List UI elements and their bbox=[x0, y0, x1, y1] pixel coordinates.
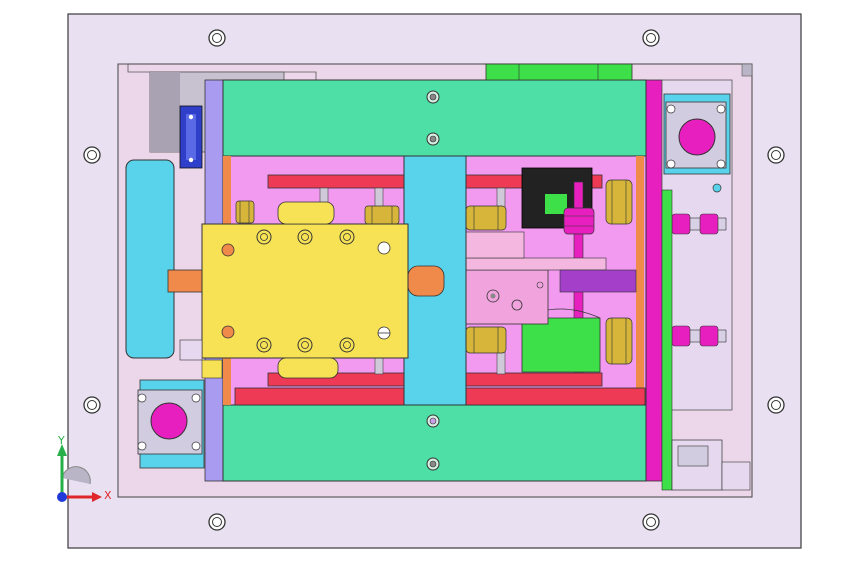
bolt-icon[interactable] bbox=[339, 229, 355, 245]
pulley-icon[interactable] bbox=[465, 326, 507, 354]
bolt-icon bbox=[188, 114, 194, 120]
axis-label-y: Y bbox=[57, 434, 65, 447]
small-bracket-left[interactable] bbox=[179, 339, 203, 361]
screw-hole-icon bbox=[712, 183, 722, 193]
pulley-icon[interactable] bbox=[364, 205, 400, 225]
red-rail-bottom-right[interactable] bbox=[465, 372, 603, 387]
screw-hole-icon[interactable] bbox=[83, 146, 101, 164]
red-rail-top-left[interactable] bbox=[267, 174, 405, 189]
violet-link[interactable] bbox=[559, 269, 637, 293]
dark-block-inset bbox=[545, 194, 567, 214]
bolt-icon bbox=[490, 293, 496, 299]
screw-hole-icon bbox=[137, 441, 147, 451]
screw-hole-icon bbox=[716, 104, 726, 114]
pulley-icon[interactable] bbox=[699, 213, 719, 235]
slide-block-pink[interactable] bbox=[465, 269, 549, 325]
left-cyan-pocket[interactable] bbox=[125, 159, 175, 359]
screw-hole-icon[interactable] bbox=[642, 513, 660, 531]
screw-hole-icon bbox=[137, 393, 147, 403]
bolt-icon[interactable] bbox=[297, 229, 313, 245]
bolt-icon[interactable] bbox=[377, 241, 391, 255]
screw-hole-icon bbox=[666, 104, 676, 114]
screw-hole-icon[interactable] bbox=[83, 396, 101, 414]
bracket-bottom-right-tab bbox=[721, 461, 751, 491]
screw-hole-icon bbox=[666, 159, 676, 169]
screw-hole-icon[interactable] bbox=[426, 90, 440, 104]
screw-hole-icon[interactable] bbox=[208, 29, 226, 47]
pulley-icon[interactable] bbox=[465, 205, 507, 231]
small-pink-block bbox=[465, 231, 525, 259]
screw-hole-icon[interactable] bbox=[642, 29, 660, 47]
screw-hole-icon bbox=[716, 159, 726, 169]
screw-hole-icon[interactable] bbox=[767, 396, 785, 414]
screw-hole-icon[interactable] bbox=[426, 457, 440, 471]
pulley-icon[interactable] bbox=[699, 325, 719, 347]
magenta-bar-right[interactable] bbox=[645, 79, 663, 482]
axis-label-x: X bbox=[104, 489, 112, 502]
slide-bolt-holes bbox=[221, 229, 391, 353]
inner-frame-step bbox=[118, 63, 317, 80]
pulley-icon[interactable] bbox=[671, 213, 691, 235]
screw-hole-icon bbox=[191, 393, 201, 403]
orange-bar-right[interactable] bbox=[407, 265, 445, 297]
bolt-icon[interactable] bbox=[377, 326, 391, 340]
screw-hole-icon[interactable] bbox=[426, 414, 440, 428]
plate-mounting-holes bbox=[83, 29, 785, 531]
bolt-icon[interactable] bbox=[256, 229, 272, 245]
slide-rail bbox=[465, 257, 607, 271]
cylinder-right[interactable] bbox=[678, 118, 716, 156]
yellow-bottom-lug[interactable] bbox=[277, 357, 339, 379]
bolt-icon[interactable] bbox=[221, 243, 235, 257]
bolt-icon[interactable] bbox=[511, 299, 523, 311]
bolt-icon[interactable] bbox=[221, 325, 235, 339]
bolt-icon[interactable] bbox=[339, 337, 355, 353]
pulley-icon[interactable] bbox=[671, 325, 691, 347]
coordinate-axes-icon bbox=[57, 444, 102, 502]
pulley-icon[interactable] bbox=[605, 179, 633, 225]
right-green-strip[interactable] bbox=[661, 189, 673, 491]
pulley-icon[interactable] bbox=[605, 317, 633, 365]
orange-strip-right bbox=[636, 156, 644, 405]
bolt-icon[interactable] bbox=[297, 337, 313, 353]
screw-hole-icon bbox=[191, 441, 201, 451]
cylinder-left[interactable] bbox=[150, 402, 188, 440]
screw-hole-icon[interactable] bbox=[208, 513, 226, 531]
bolt-icon bbox=[188, 157, 194, 163]
screw-hole-icon[interactable] bbox=[767, 146, 785, 164]
bolt-icon[interactable] bbox=[256, 337, 272, 353]
gray-block-shade bbox=[150, 72, 180, 152]
lime-insert[interactable] bbox=[521, 317, 601, 373]
screw-hole-icon[interactable] bbox=[426, 132, 440, 146]
corner-notch bbox=[741, 63, 753, 77]
bracket-bottom-right-inner bbox=[677, 445, 709, 467]
yellow-top-lug[interactable] bbox=[277, 201, 335, 225]
lime-strip-top[interactable] bbox=[485, 63, 633, 81]
small-plate-left[interactable] bbox=[201, 359, 223, 379]
pulley-icon[interactable] bbox=[563, 207, 595, 235]
slide-block-yellow[interactable] bbox=[201, 223, 409, 359]
pulley-icon[interactable] bbox=[235, 200, 255, 224]
navy-bracket-slot bbox=[186, 114, 196, 160]
bolt-icon[interactable] bbox=[536, 281, 544, 289]
